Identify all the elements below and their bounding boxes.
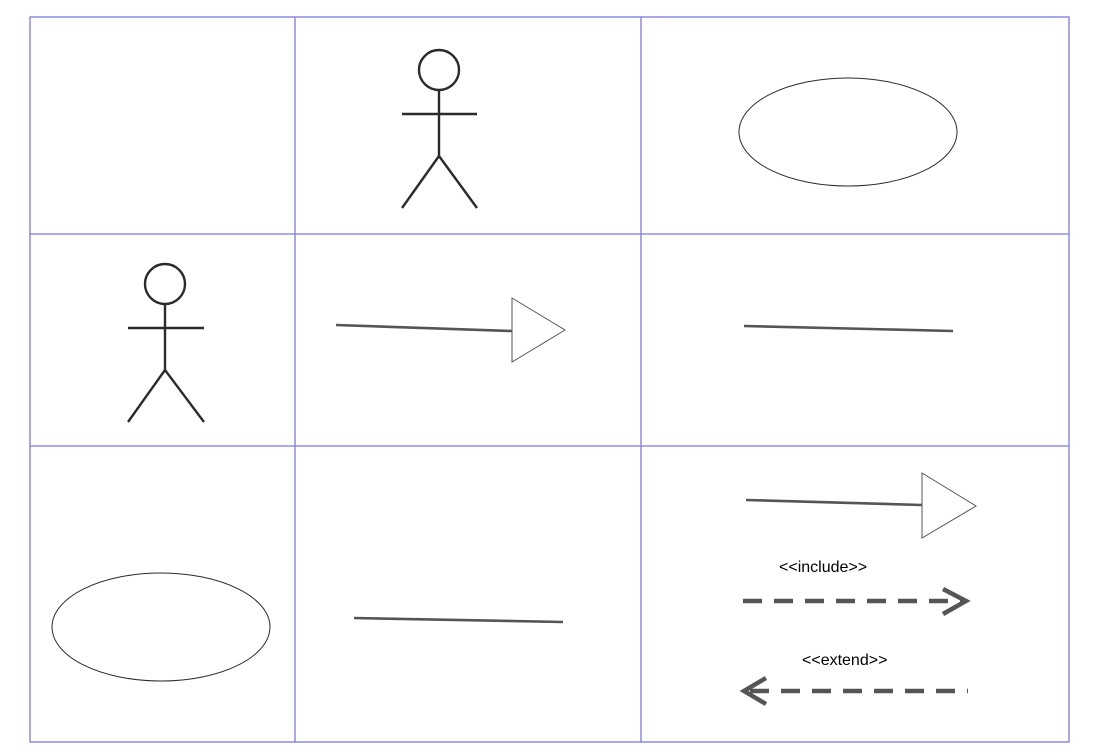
include-label: <<include>> bbox=[779, 559, 867, 576]
extend-dependency-arrow-icon bbox=[739, 676, 968, 706]
use-case-ellipse-icon bbox=[738, 77, 958, 187]
actor-head bbox=[417, 48, 461, 92]
generalization-arrow-icon bbox=[335, 297, 566, 363]
include-open-arrowhead bbox=[941, 587, 971, 616]
include-dependency-arrow-icon bbox=[743, 587, 971, 616]
extend-label: <<extend>> bbox=[802, 652, 887, 669]
actor-left-leg bbox=[127, 369, 166, 423]
table-border bbox=[29, 16, 1070, 743]
generalization-arrow-icon bbox=[745, 472, 977, 539]
association-line-icon bbox=[743, 324, 954, 333]
generalization-line bbox=[745, 498, 923, 507]
actor-right-leg bbox=[164, 369, 205, 423]
extend-open-arrowhead bbox=[739, 676, 768, 706]
actor-icon bbox=[401, 48, 478, 209]
association-line-icon bbox=[353, 616, 564, 624]
actor-left-leg bbox=[401, 155, 440, 209]
hollow-triangle-head bbox=[511, 297, 566, 363]
use-case-ellipse-icon bbox=[51, 572, 271, 682]
generalization-line bbox=[335, 323, 513, 333]
actor-head bbox=[143, 262, 187, 306]
actor-right-leg bbox=[438, 155, 478, 209]
table-grid bbox=[29, 16, 1070, 743]
hollow-triangle-head bbox=[921, 472, 977, 539]
actor-icon bbox=[127, 262, 205, 423]
